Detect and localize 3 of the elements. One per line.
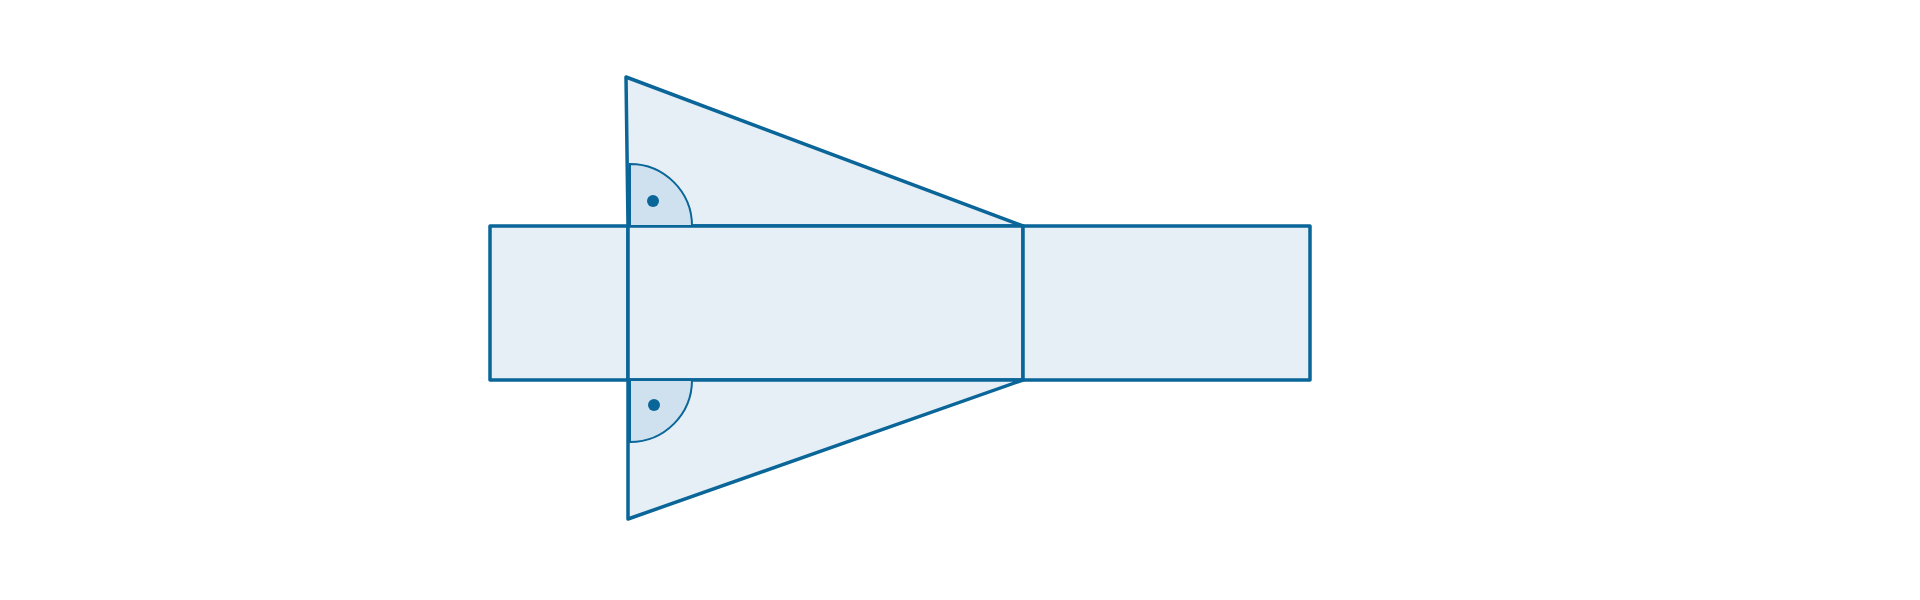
rectangle-face xyxy=(488,224,630,382)
rectangle-face xyxy=(1021,224,1312,382)
rectangle-face xyxy=(626,224,1025,382)
